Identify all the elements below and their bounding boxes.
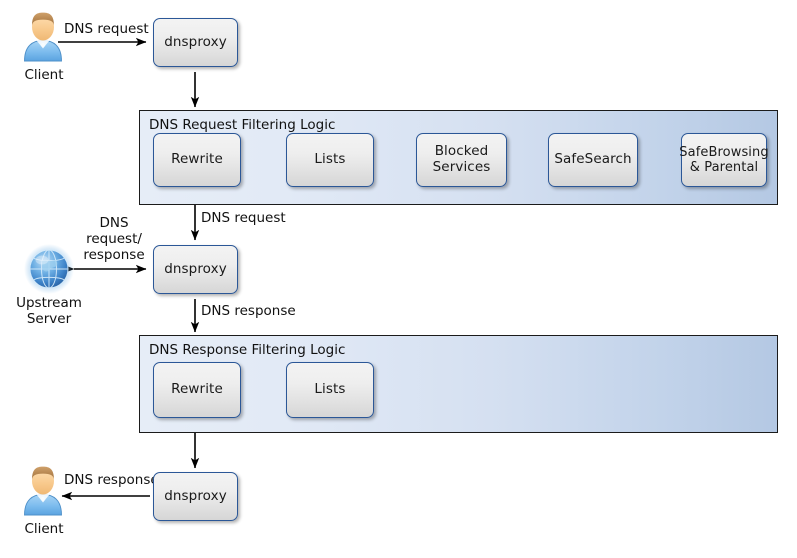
node-request-lists-label: Lists [314, 151, 346, 168]
client-top-caption: Client [24, 67, 64, 83]
node-request-blocked-services[interactable]: Blocked Services [416, 133, 507, 187]
node-dnsproxy-middle-label: dnsproxy [164, 260, 227, 277]
edge-label-proxy-to-client: DNS response [64, 472, 159, 488]
node-response-rewrite[interactable]: Rewrite [153, 362, 241, 418]
edge-label-proxy-to-response-panel: DNS response [201, 303, 296, 319]
node-request-rewrite-label: Rewrite [171, 151, 223, 168]
client-bottom-caption: Client [24, 521, 64, 537]
node-response-lists[interactable]: Lists [286, 362, 374, 418]
node-dnsproxy-middle[interactable]: dnsproxy [153, 245, 238, 294]
person-icon [24, 466, 62, 516]
edge-label-request-panel-to-proxy: DNS request [201, 210, 286, 226]
node-request-blocked-services-label: Blocked Services [432, 143, 491, 175]
upstream-server-caption: Upstream Server [16, 295, 82, 327]
node-response-lists-label: Lists [314, 381, 346, 398]
panel-dns-request-filtering: DNS Request Filtering Logic [139, 110, 778, 205]
node-request-safesearch[interactable]: SafeSearch [548, 133, 638, 187]
node-request-rewrite[interactable]: Rewrite [153, 133, 241, 187]
panel-dns-response-filtering-title: DNS Response Filtering Logic [149, 342, 346, 358]
globe-icon [24, 244, 74, 294]
node-dnsproxy-top-label: dnsproxy [164, 33, 227, 50]
node-dnsproxy-top[interactable]: dnsproxy [153, 18, 238, 67]
node-dnsproxy-bottom-label: dnsproxy [164, 487, 227, 504]
panel-dns-response-filtering: DNS Response Filtering Logic [139, 335, 778, 433]
edge-label-upstream-bidirectional: DNS request/ response [83, 215, 145, 263]
node-request-safebrowsing-parental-label: SafeBrowsing & Parental [679, 144, 769, 175]
edge-label-client-to-proxy: DNS request [64, 21, 149, 37]
panel-dns-request-filtering-title: DNS Request Filtering Logic [149, 117, 336, 133]
node-request-safesearch-label: SafeSearch [554, 151, 632, 168]
node-request-lists[interactable]: Lists [286, 133, 374, 187]
node-response-rewrite-label: Rewrite [171, 381, 223, 398]
node-request-safebrowsing-parental[interactable]: SafeBrowsing & Parental [679, 133, 769, 187]
node-dnsproxy-bottom[interactable]: dnsproxy [153, 472, 238, 521]
person-icon [24, 12, 62, 62]
